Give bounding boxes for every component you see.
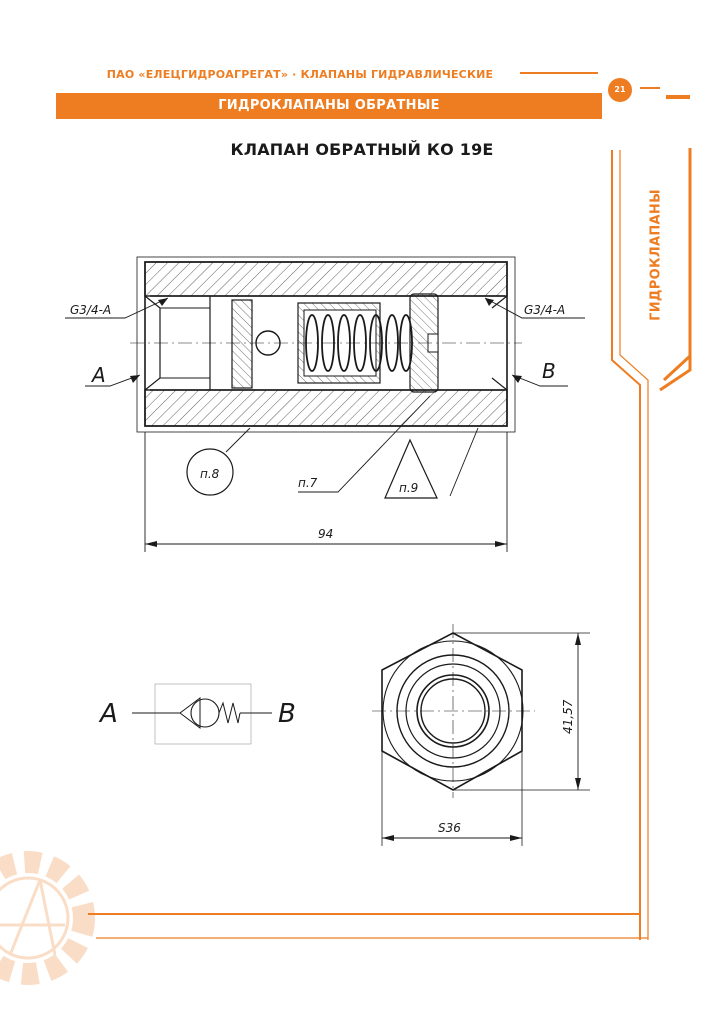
page-number: 21 (608, 78, 632, 102)
check-valve-symbol (132, 683, 272, 745)
ref-p8-label: п.8 (200, 467, 220, 481)
section-bar (56, 93, 602, 119)
ref-p9-label: п.9 (399, 481, 418, 495)
width-dimension: S36 (438, 821, 461, 835)
valve-section-view (130, 256, 522, 433)
end-view-hex (372, 624, 590, 846)
ref-circle (186, 448, 234, 496)
page-title: КЛАПАН ОБРАТНЫЙ КО 19Е (230, 140, 494, 159)
height-dimension: 41,57 (561, 699, 575, 734)
section-title: ГИДРОКЛАПАНЫ ОБРАТНЫЕ (218, 98, 440, 113)
thread-right-label: G3/4-A (524, 303, 565, 317)
company-header: ПАО «ЕЛЕЦГИДРОАГРЕГАТ» · КЛАПАНЫ ГИДРАВЛ… (106, 68, 494, 81)
port-b-label: B (542, 359, 556, 383)
ref-p7-label: п.7 (298, 476, 318, 490)
symbol-port-b: B (278, 699, 296, 729)
port-a-label: A (90, 363, 106, 387)
symbol-port-a: A (98, 699, 118, 729)
roughness-triangle (384, 438, 438, 499)
thread-left-label: G3/4-A (70, 303, 111, 317)
length-dimension: 94 (318, 527, 333, 541)
gear-logo-icon (0, 851, 95, 985)
